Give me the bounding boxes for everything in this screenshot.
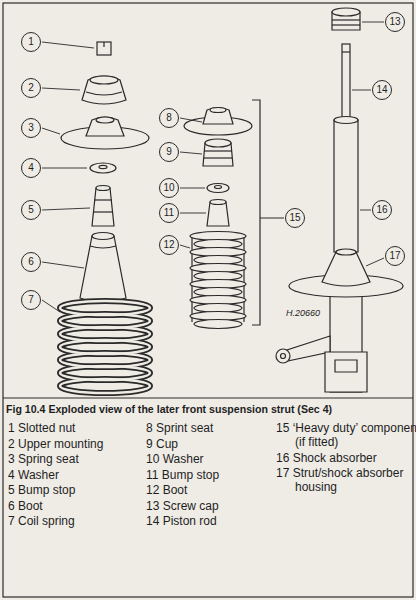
key-entry: 12 Boot: [146, 483, 291, 497]
key-entry: 2 Upper mounting: [8, 437, 163, 451]
key-entry: 16 Shock absorber: [276, 451, 416, 465]
coil-spring: [60, 301, 150, 393]
key-entry: 11 Bump stop: [146, 468, 291, 482]
callout-circle: 1: [21, 32, 41, 52]
callout-number: 4: [28, 163, 34, 173]
callout-number: 5: [28, 205, 34, 215]
bump-stop: [207, 200, 229, 227]
strut-housing: [276, 249, 403, 392]
callout-circle: 2: [21, 78, 41, 98]
piston-rod: [342, 44, 350, 122]
callout-circle: 17: [385, 246, 405, 266]
callout-circle: 8: [159, 108, 179, 128]
key-entry: 4 Washer: [8, 468, 163, 482]
boot-fold: [194, 320, 242, 329]
figure-caption: Fig 10.4 Exploded view of the later fron…: [6, 403, 412, 415]
callout-circle: 5: [21, 200, 41, 220]
spring-coil: [60, 379, 150, 393]
callout-number: 10: [163, 183, 174, 193]
shock-absorber: [334, 117, 358, 253]
group-bracket: [252, 100, 284, 325]
key-entry: 7 Coil spring: [8, 514, 163, 528]
key-entry: 13 Screw cap: [146, 499, 291, 513]
callout-circle: 7: [21, 290, 41, 310]
key-entry: 14 Piston rod: [146, 514, 291, 528]
spring-seat: [61, 117, 149, 149]
callout-circle: 12: [159, 235, 179, 255]
callout-circle: 4: [21, 158, 41, 178]
key-entry: 9 Cup: [146, 437, 291, 451]
washer: [90, 163, 116, 173]
caption-rule: [3, 397, 413, 398]
callout-number: 6: [28, 257, 34, 267]
key-entry: 5 Bump stop: [8, 483, 163, 497]
callout-number: 9: [166, 147, 172, 157]
callout-number: 17: [389, 251, 400, 261]
drawing-number: H.20660: [286, 306, 320, 320]
callout-number: 7: [28, 295, 34, 305]
key-entry: 17 Strut/shock absorber housing: [276, 466, 416, 494]
callout-circle: 3: [21, 118, 41, 138]
upper-mounting: [82, 76, 126, 104]
callout-circle: 6: [21, 252, 41, 272]
callout-number: 1: [28, 37, 34, 47]
callout-number: 16: [376, 205, 387, 215]
callout-number: 15: [289, 213, 300, 223]
leader-lines: [42, 22, 384, 312]
cup: [203, 139, 233, 166]
callout-number: 8: [166, 113, 172, 123]
washer: [207, 184, 229, 193]
callout-circle: 13: [385, 12, 405, 32]
key-entry: 1 Slotted nut: [8, 421, 163, 435]
callout-circle: 11: [159, 203, 179, 223]
callout-number: 14: [376, 85, 387, 95]
key-entry: 6 Boot: [8, 499, 163, 513]
bump-stop: [92, 186, 114, 227]
sprint-seat: [184, 108, 252, 136]
callout-circle: 9: [159, 142, 179, 162]
callout-number: 12: [163, 240, 174, 250]
key-entry: 15 ‘Heavy duty’ components (if fitted): [276, 421, 416, 449]
callout-number: 3: [28, 123, 34, 133]
key-entry: 8 Sprint seat: [146, 421, 291, 435]
slotted-nut: [97, 42, 111, 55]
callout-number: 2: [28, 83, 34, 93]
callout-number: 13: [389, 17, 400, 27]
screw-cap: [332, 8, 360, 30]
boot: [190, 232, 246, 329]
callout-number: 11: [164, 208, 174, 218]
key-entry: 3 Spring seat: [8, 452, 163, 466]
callout-circle: 14: [372, 80, 392, 100]
boot: [80, 233, 126, 303]
callout-circle: 15: [285, 208, 305, 228]
key-entry: 10 Washer: [146, 452, 291, 466]
callout-circle: 10: [159, 178, 179, 198]
figure-frame: [3, 3, 413, 597]
callout-circle: 16: [372, 200, 392, 220]
